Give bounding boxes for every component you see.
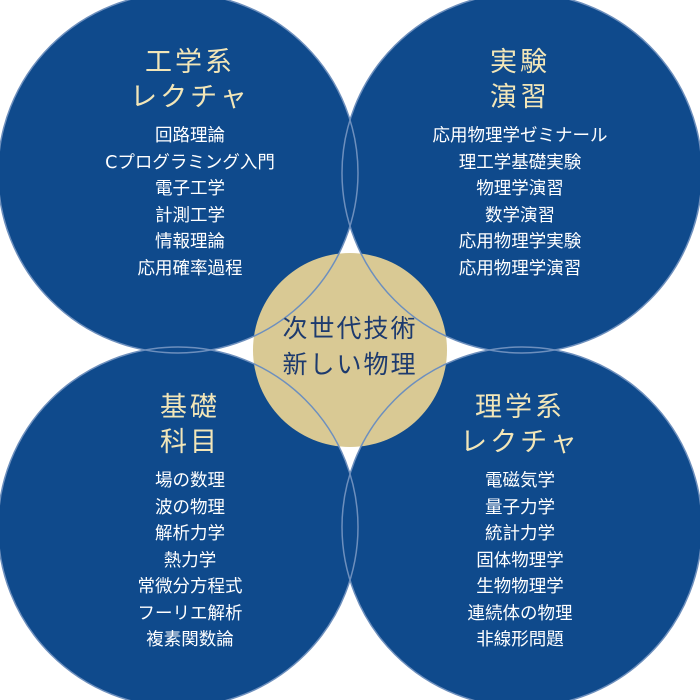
course-item: 回路理論 [155,126,225,146]
course-item: 生物物理学 [476,577,564,597]
circle-experiments-exercises [342,0,700,353]
course-item: 情報理論 [155,232,225,252]
experiments-exercises-title: 実験 演習 [390,45,650,115]
title-line: 科目 [160,427,220,458]
course-item: 複素関数論 [146,630,234,650]
center-circle [253,253,447,447]
course-item: Cプログラミング入門 [105,152,275,173]
circle-basic-subjects [0,347,358,700]
course-item: 非線形問題 [476,630,564,650]
center-label-line: 新しい物理 [282,350,418,379]
circle-engineering-lectures [0,0,358,353]
basic-subjects-title: 基礎 科目 [60,390,320,460]
course-item: 数学演習 [485,205,555,226]
course-item: 常微分方程式 [137,577,243,597]
course-item: フーリエ解析 [137,603,243,624]
center-label-line: 次世代技術 [282,314,418,343]
engineering-lectures-group: 工学系 レクチャ 回路理論 Cプログラミング入門 電子工学 計測工学 情報理論 … [60,45,320,282]
science-lectures-list: 電磁気学 量子力学 統計力学 固体物理学 生物物理学 連続体の物理 非線形問題 [390,468,650,654]
course-item: 計測工学 [155,205,225,226]
course-item: 場の数理 [155,471,225,491]
course-item: 連続体の物理 [467,603,573,624]
experiments-exercises-list: 応用物理学ゼミナール 理工学基礎実験 物理学演習 数学演習 応用物理学実験 応用… [390,123,650,282]
course-item: 応用物理学演習 [458,258,582,279]
course-item: 応用確率過程 [137,258,243,279]
course-item: 解析力学 [155,524,225,544]
course-item: 量子力学 [485,497,555,518]
course-item: 物理学演習 [476,179,564,199]
title-line: レクチャ [460,427,580,458]
basic-subjects-list: 場の数理 波の物理 解析力学 熱力学 常微分方程式 フーリエ解析 複素関数論 [60,468,320,654]
title-line: レクチャ [130,82,250,113]
title-line: 実験 [490,47,550,78]
center-label: 次世代技術 新しい物理 [250,311,450,383]
course-item: 電子工学 [155,179,225,199]
course-item: 熱力学 [163,550,217,571]
course-item: 理工学基礎実験 [458,152,582,173]
basic-subjects-group: 基礎 科目 場の数理 波の物理 解析力学 熱力学 常微分方程式 フーリエ解析 複… [60,390,320,654]
course-item: 波の物理 [155,497,225,518]
course-item: 応用物理学ゼミナール [432,126,608,146]
science-lectures-title: 理学系 レクチャ [390,390,650,460]
course-item: 統計力学 [485,524,555,544]
engineering-lectures-title: 工学系 レクチャ [60,45,320,115]
title-line: 工学系 [145,47,235,78]
experiments-exercises-group: 実験 演習 応用物理学ゼミナール 理工学基礎実験 物理学演習 数学演習 応用物理… [390,45,650,282]
title-line: 演習 [490,82,550,113]
engineering-lectures-list: 回路理論 Cプログラミング入門 電子工学 計測工学 情報理論 応用確率過程 [60,123,320,282]
course-item: 固体物理学 [476,550,564,571]
circle-science-lectures [342,347,700,700]
title-line: 基礎 [160,392,220,423]
title-line: 理学系 [475,392,565,423]
science-lectures-group: 理学系 レクチャ 電磁気学 量子力学 統計力学 固体物理学 生物物理学 連続体の… [390,390,650,654]
course-item: 応用物理学実験 [458,232,582,252]
course-item: 電磁気学 [485,471,555,491]
